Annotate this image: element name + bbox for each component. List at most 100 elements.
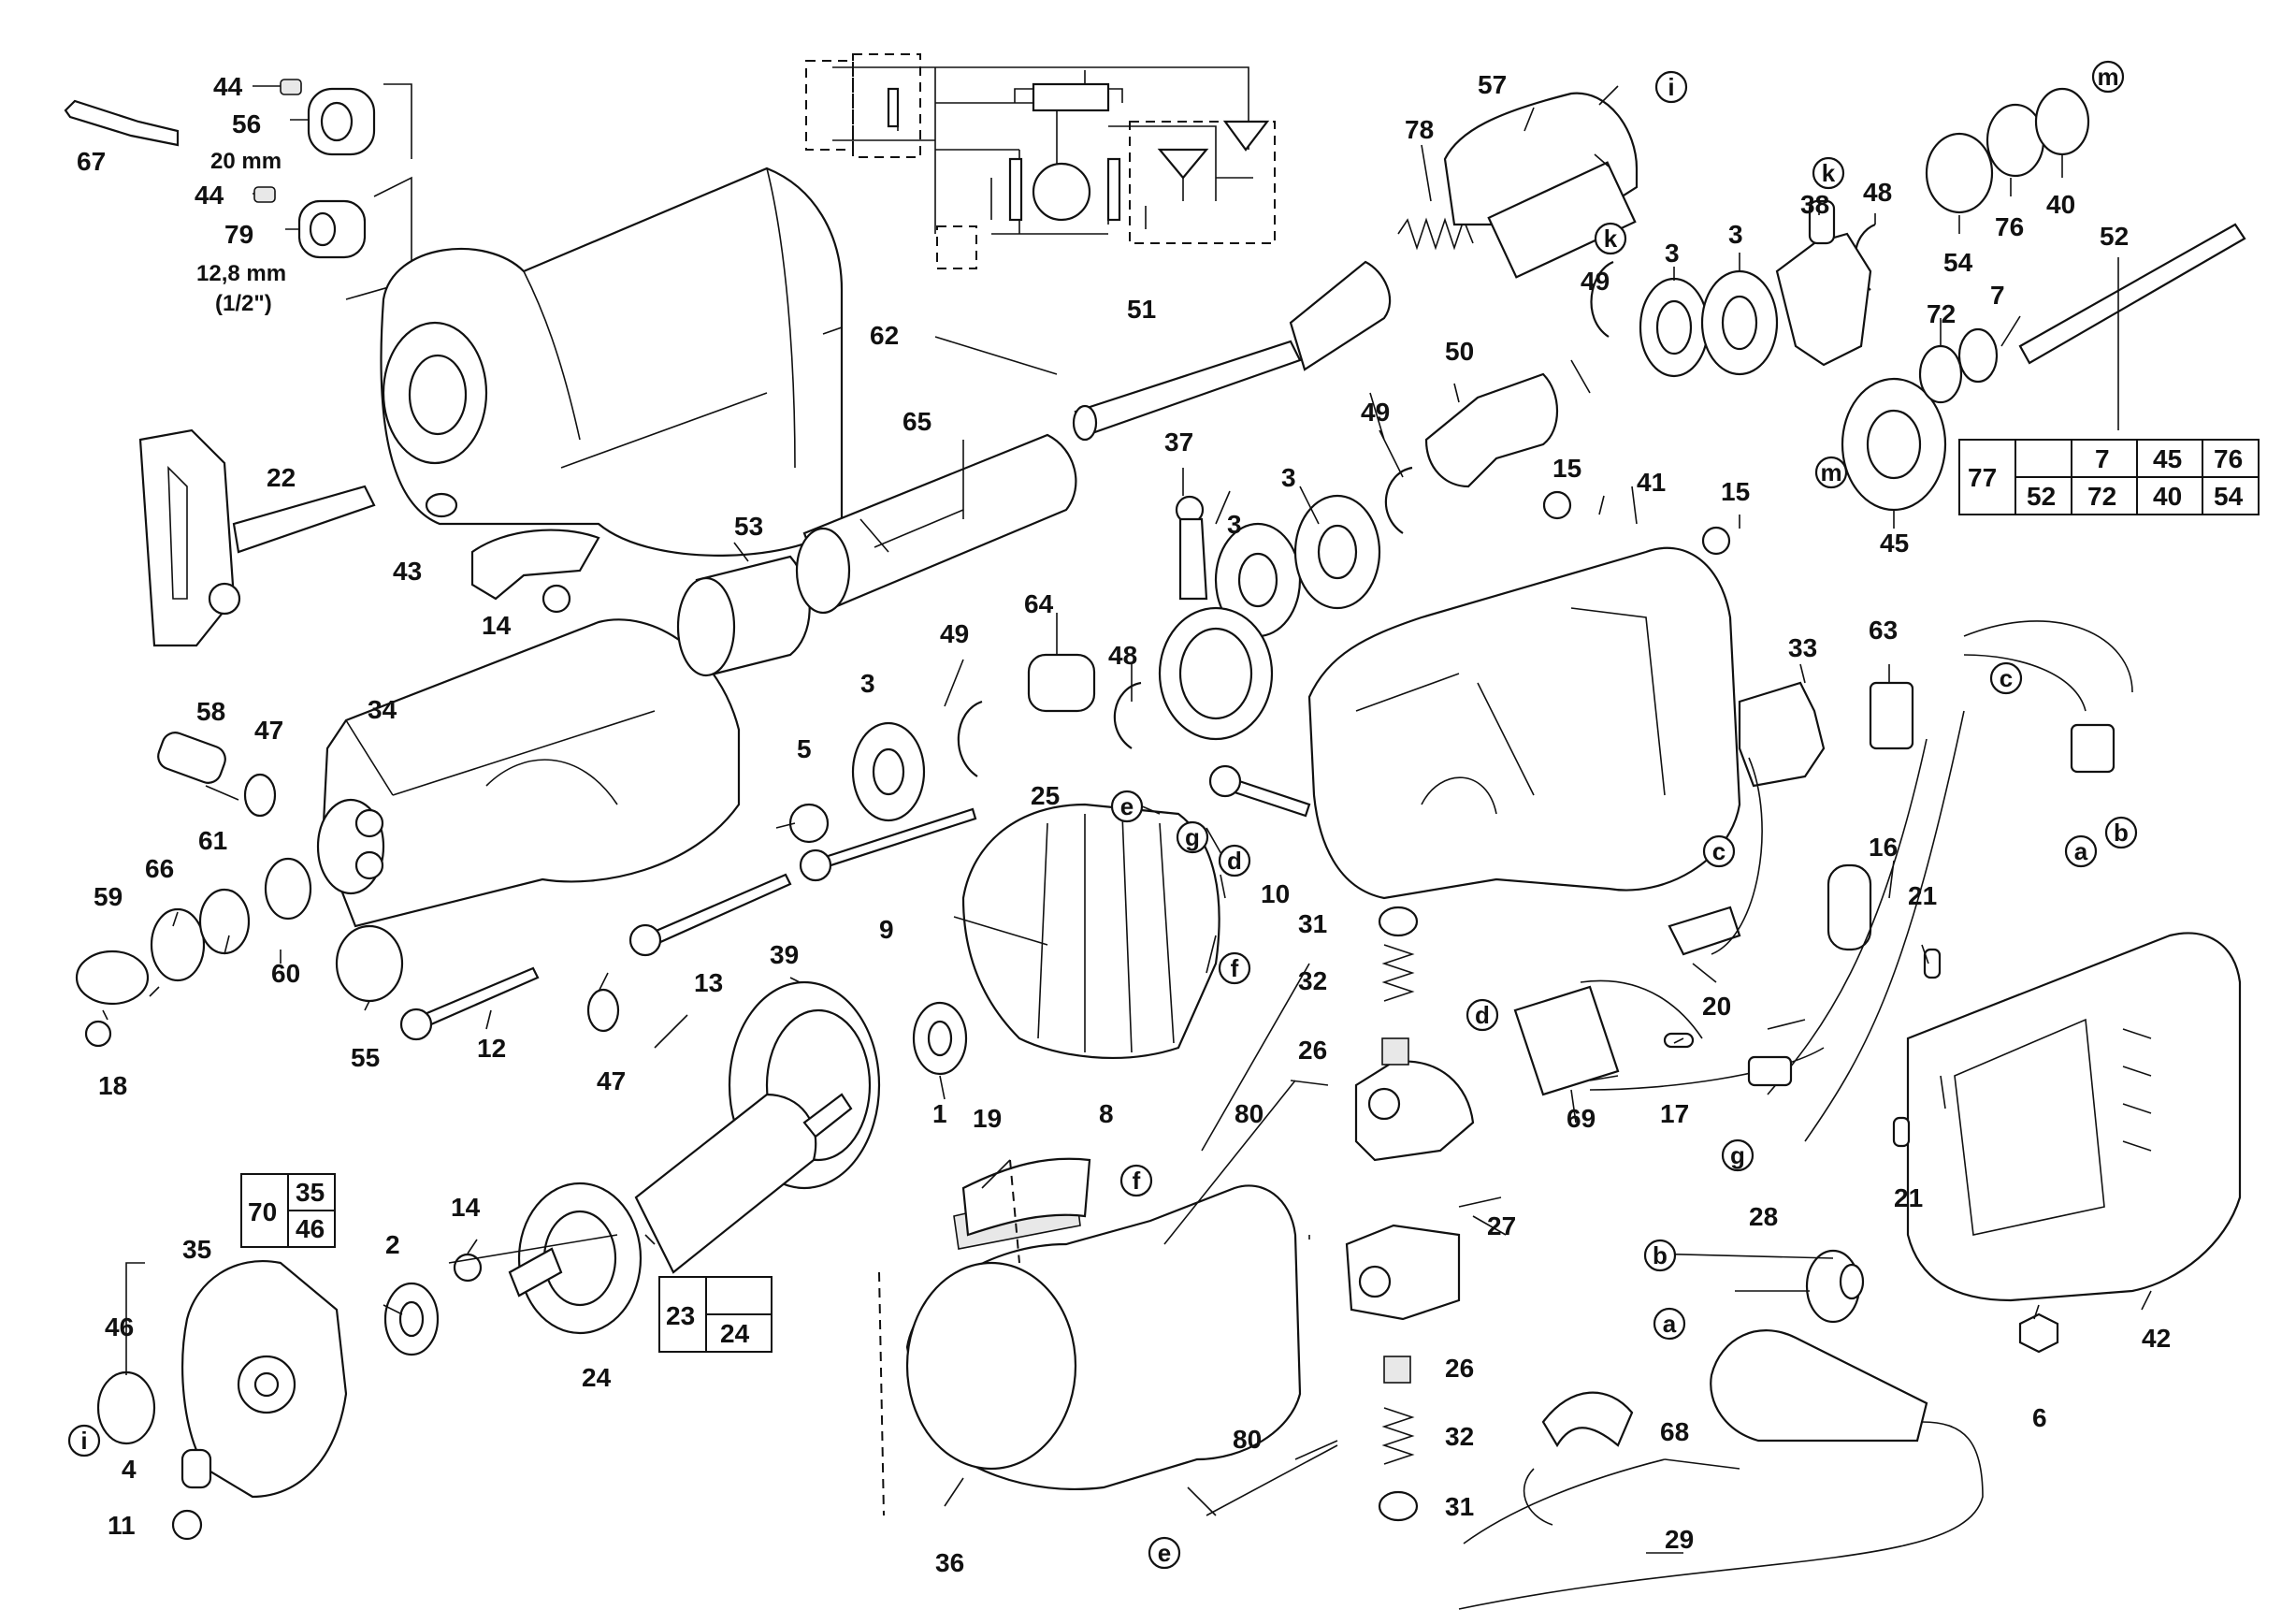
label-31: 31 bbox=[1445, 1492, 1474, 1521]
label-21: 21 bbox=[1908, 881, 1937, 910]
label-47: 47 bbox=[254, 716, 283, 745]
label-25: 25 bbox=[1031, 781, 1060, 810]
label-51: 51 bbox=[1127, 295, 1156, 324]
spindle bbox=[1072, 260, 1392, 442]
suppressor bbox=[1869, 681, 1914, 750]
label-61: 61 bbox=[198, 826, 227, 855]
field-coil bbox=[961, 803, 1220, 1059]
label-24: 24 bbox=[582, 1363, 612, 1392]
label-2: 2 bbox=[385, 1230, 400, 1259]
label-48: 48 bbox=[1863, 178, 1892, 207]
label-80: 80 bbox=[1235, 1099, 1264, 1128]
callout-c: c bbox=[1712, 837, 1726, 865]
wiring bbox=[1580, 620, 2133, 1142]
label-49: 49 bbox=[1361, 398, 1390, 427]
label-63: 63 bbox=[1869, 616, 1898, 645]
label-31: 31 bbox=[1298, 909, 1327, 938]
screw-long bbox=[643, 873, 792, 949]
label-47: 47 bbox=[597, 1066, 626, 1095]
brush-holder bbox=[1345, 1060, 1475, 1321]
clip bbox=[75, 950, 150, 1006]
crank bbox=[1158, 495, 1274, 741]
gear-housing bbox=[1775, 199, 1872, 367]
label-58: 58 bbox=[196, 697, 225, 726]
label-52: 52 bbox=[2100, 222, 2129, 251]
motor-housing-front bbox=[316, 618, 741, 928]
hex-key bbox=[64, 99, 180, 147]
connector bbox=[1747, 1055, 1793, 1087]
label-34: 34 bbox=[368, 695, 397, 724]
label-42: 42 bbox=[2142, 1324, 2171, 1353]
label-37: 37 bbox=[1164, 428, 1193, 457]
label-32: 32 bbox=[1298, 966, 1327, 995]
circlip bbox=[957, 700, 983, 777]
handle-housing bbox=[1906, 932, 2242, 1302]
label-76: 76 bbox=[1995, 212, 2024, 241]
callout-m: m bbox=[1820, 458, 1841, 486]
callout-e: e bbox=[1158, 1539, 1171, 1567]
label-41: 41 bbox=[1637, 468, 1666, 497]
cord-grommet bbox=[1805, 1249, 1865, 1324]
callout-b: b bbox=[2114, 819, 2129, 847]
label-8: 8 bbox=[1099, 1099, 1114, 1128]
label-67: 67 bbox=[77, 147, 106, 176]
label-44: 44 bbox=[213, 72, 243, 101]
label-17: 17 bbox=[1660, 1099, 1689, 1128]
label-40: 40 bbox=[2046, 190, 2075, 219]
label-55: 55 bbox=[351, 1043, 380, 1072]
label-5: 5 bbox=[797, 734, 812, 763]
callout-m: m bbox=[2097, 63, 2118, 91]
snap-ring bbox=[2034, 87, 2090, 156]
label-26: 26 bbox=[1298, 1036, 1327, 1065]
label-38: 38 bbox=[1800, 190, 1829, 219]
label-45: 45 bbox=[1880, 529, 1909, 558]
kit-77-cell: 40 bbox=[2153, 482, 2182, 511]
label-7: 7 bbox=[1990, 281, 2005, 310]
armature bbox=[508, 1093, 853, 1335]
screw bbox=[171, 1509, 203, 1541]
tube-housing bbox=[1443, 92, 1639, 279]
label-3: 3 bbox=[1227, 510, 1242, 539]
label-4: 4 bbox=[122, 1455, 137, 1484]
size-half-inch: (1/2") bbox=[215, 291, 272, 316]
callout-g: g bbox=[1185, 823, 1200, 851]
bushing-small bbox=[1027, 653, 1096, 713]
label-28: 28 bbox=[1749, 1202, 1778, 1231]
motor-housing bbox=[905, 1184, 1302, 1491]
sleeve bbox=[795, 433, 1077, 615]
label-1: 1 bbox=[932, 1099, 947, 1128]
ball-bearing bbox=[1700, 269, 1779, 376]
carbon-brush bbox=[1381, 1037, 1409, 1066]
pin bbox=[1923, 948, 1942, 979]
set-screw bbox=[253, 186, 276, 203]
carbon-brush bbox=[1383, 1356, 1411, 1384]
brush-lead bbox=[1206, 1444, 1338, 1516]
label-12: 12 bbox=[477, 1034, 506, 1063]
label-66: 66 bbox=[145, 854, 174, 883]
label-32: 32 bbox=[1445, 1422, 1474, 1451]
label-46: 46 bbox=[105, 1312, 134, 1341]
label-69: 69 bbox=[1567, 1104, 1596, 1133]
kit-23-cell: 24 bbox=[720, 1319, 750, 1348]
label-43: 43 bbox=[393, 557, 422, 586]
label-49: 49 bbox=[940, 619, 969, 648]
label-16: 16 bbox=[1869, 833, 1898, 862]
part-labels: 44 56 20 mm 44 79 12,8 mm (1/2") 67 62 2… bbox=[77, 70, 2171, 1577]
bushing bbox=[676, 555, 811, 677]
callout-a: a bbox=[1663, 1310, 1677, 1338]
washer bbox=[1918, 344, 1963, 404]
brush-cap bbox=[1378, 1490, 1419, 1522]
shaft bbox=[2018, 223, 2246, 365]
callout-a: a bbox=[2074, 837, 2088, 865]
label-9: 9 bbox=[879, 915, 894, 944]
brush-spring bbox=[1381, 1407, 1415, 1465]
label-35: 35 bbox=[182, 1235, 211, 1264]
label-78: 78 bbox=[1405, 115, 1434, 144]
collar-20mm bbox=[307, 87, 376, 156]
ball-bearing bbox=[1293, 494, 1381, 610]
insulation-plate bbox=[961, 1157, 1091, 1237]
nut bbox=[2018, 1312, 2059, 1354]
kit-70-cell: 46 bbox=[296, 1214, 325, 1243]
kit-77-cell: 54 bbox=[2214, 482, 2244, 511]
